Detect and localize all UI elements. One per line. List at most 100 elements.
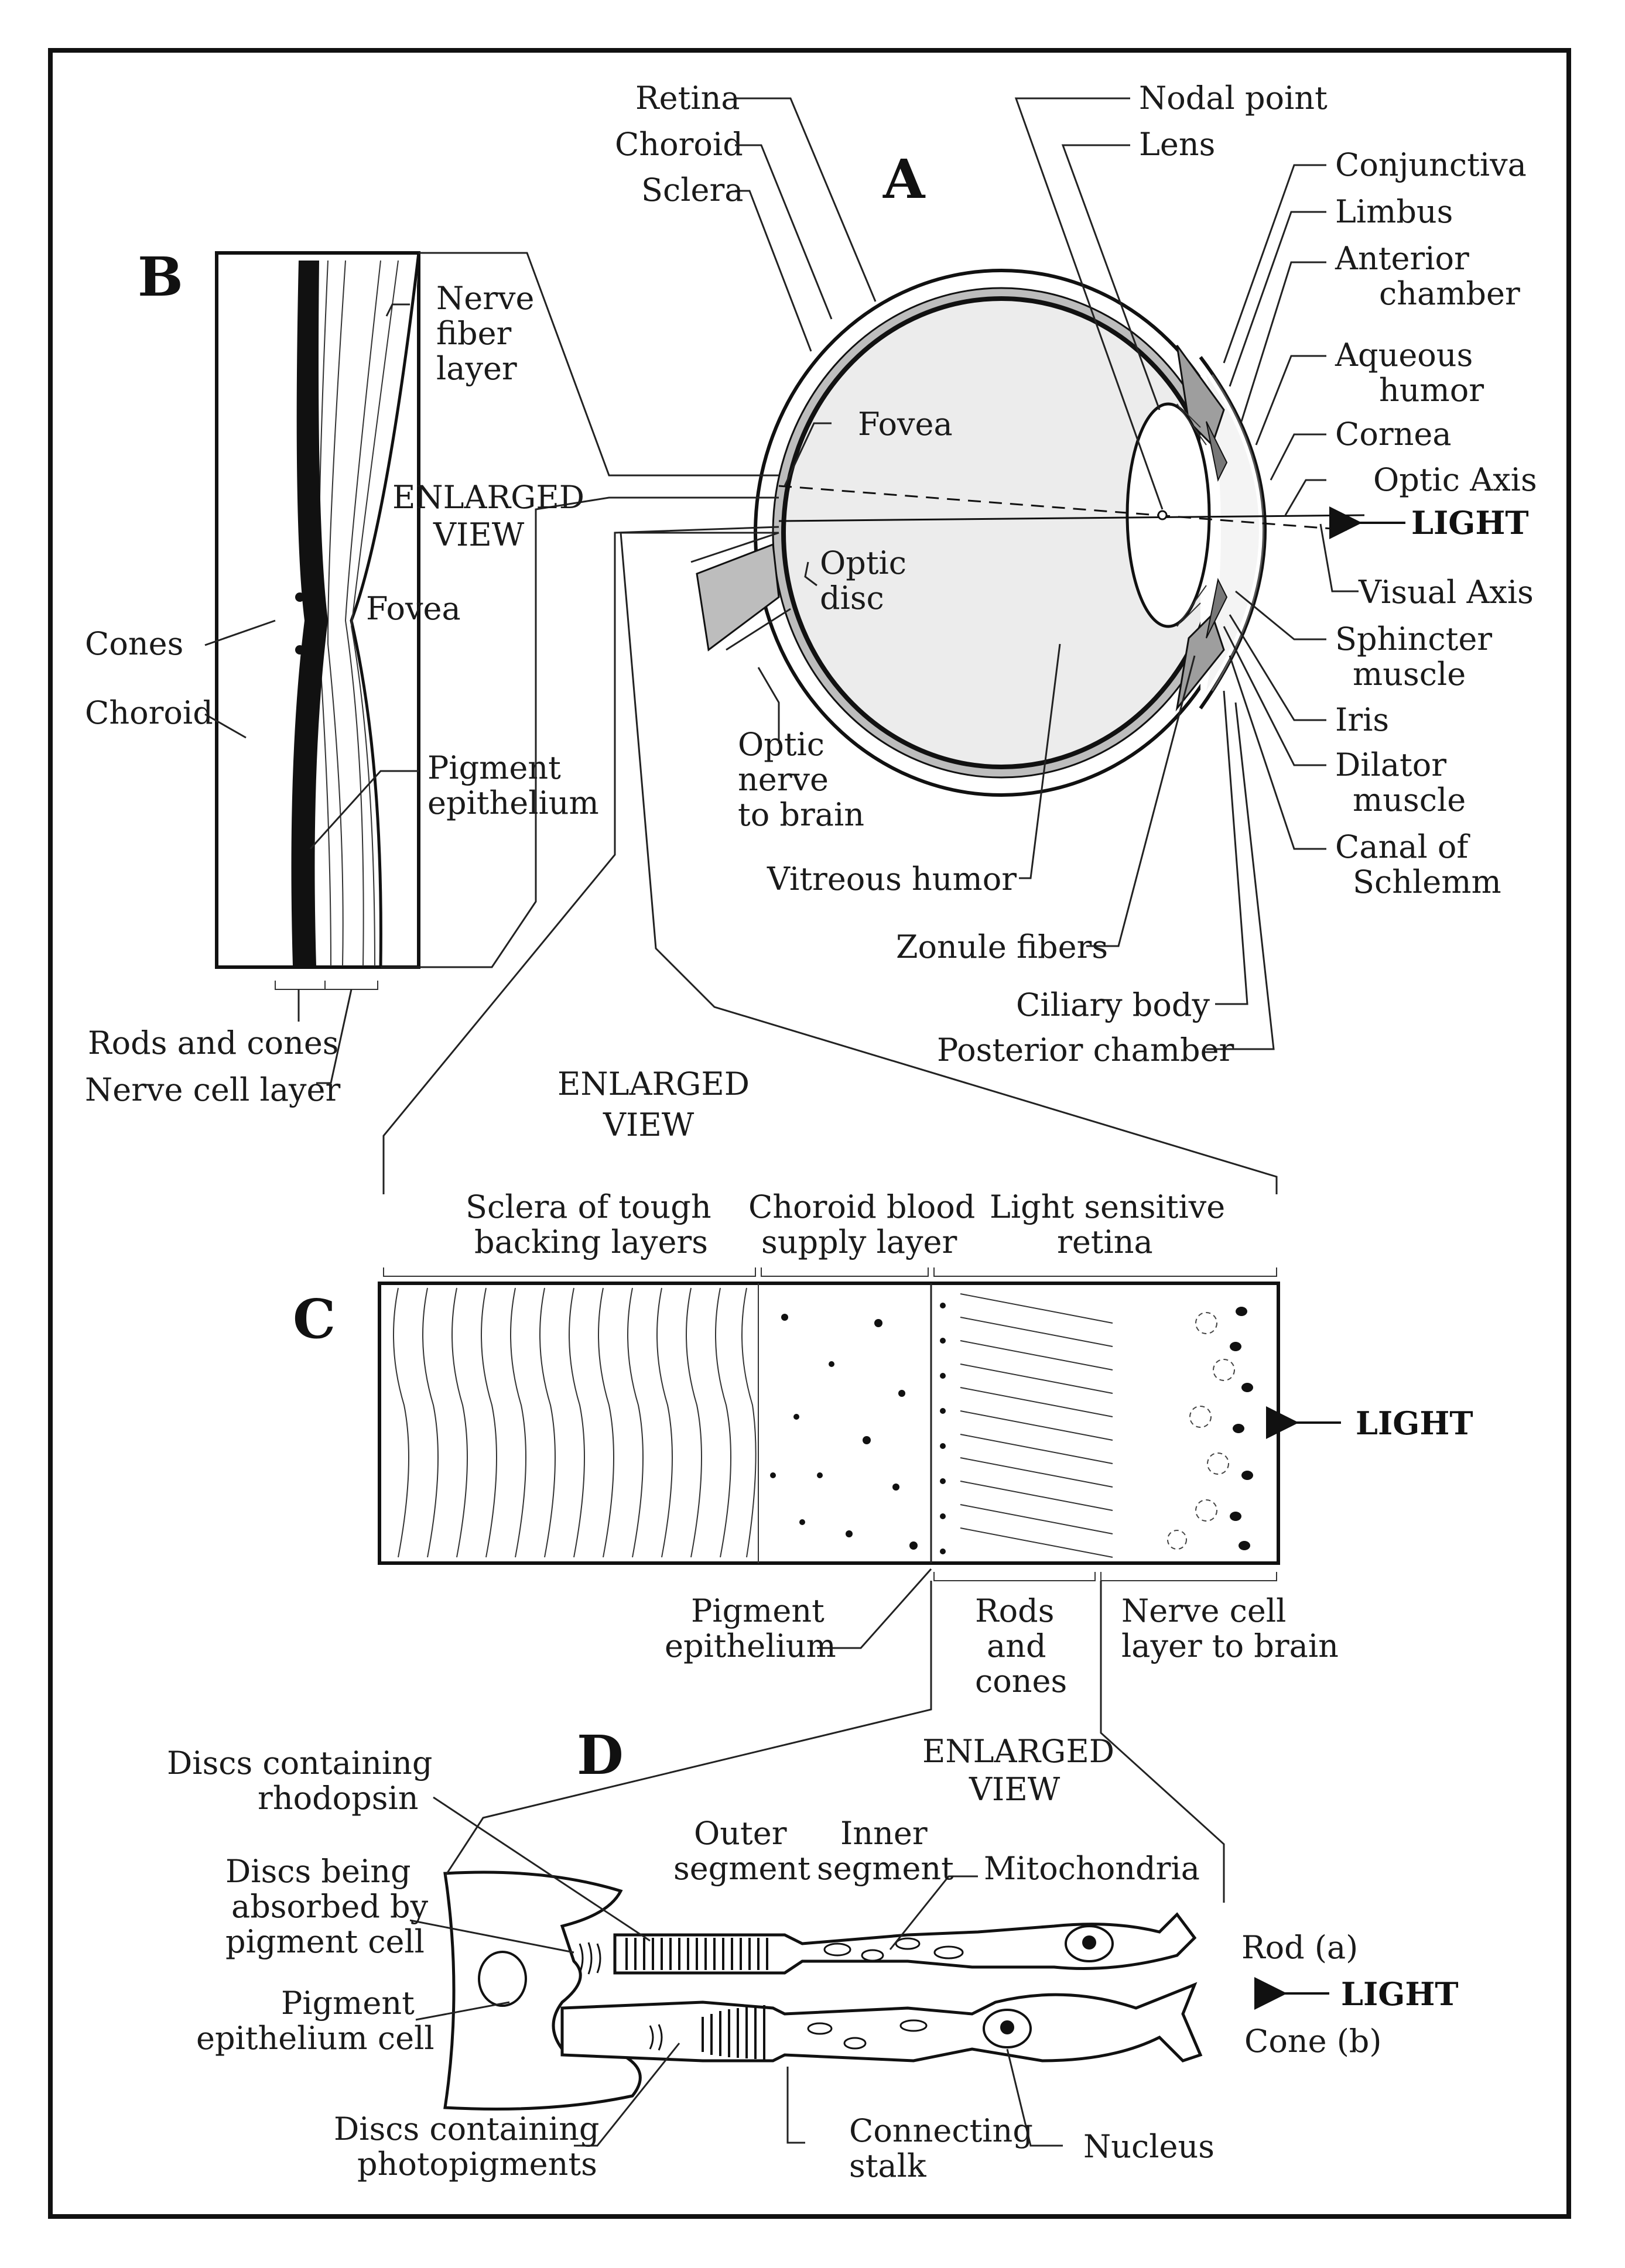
panel-c-leaders (382, 526, 1278, 1649)
label-retina-c-1: Light sensitive (990, 1188, 1225, 1225)
label-inner-segment-1: Inner (840, 1815, 928, 1852)
choroid-dots (770, 1314, 918, 1550)
label-fovea-b: Fovea (366, 590, 461, 627)
optic-axis-line (778, 514, 1365, 522)
nodal-point-marker (1157, 510, 1168, 520)
label-optic-nerve-3: to brain (738, 796, 864, 833)
label-nerve-cell-c-2: layer to brain (1121, 1628, 1339, 1664)
panel-d-leaders (409, 1581, 1225, 2147)
label-cones: Cones (85, 625, 183, 662)
label-fovea-a: Fovea (858, 406, 953, 443)
label-sclera-c-1: Sclera of tough (466, 1188, 711, 1225)
label-pigment-b-1: Pigment (427, 749, 561, 786)
label-discs-absorbed-2: absorbed by (231, 1888, 429, 1925)
cone-cell (560, 1982, 1203, 2063)
label-discs-rhodopsin-1: Discs containing (167, 1745, 433, 1781)
cone-discs (702, 2005, 765, 2060)
label-discs-photo-1: Discs containing (334, 2111, 600, 2147)
label-pigment-b-2: epithelium (427, 784, 599, 821)
label-sphincter-1: Sphincter (1335, 621, 1492, 657)
label-choroid-b: Choroid (85, 694, 213, 731)
panel-label-c: C (293, 1287, 336, 1351)
visual-axis-line (778, 485, 1347, 531)
panel-d-cells (443, 1870, 1329, 2111)
rod-cell (613, 1912, 1197, 1975)
label-aqueous-humor-2: humor (1379, 372, 1484, 409)
panel-label-a: A (882, 148, 926, 211)
label-enlarged-d-2: VIEW (969, 1771, 1060, 1808)
label-discs-rhodopsin-2: rhodopsin (258, 1780, 419, 1817)
panel-a-eye (690, 269, 1405, 797)
label-rods-c-1: Rods (975, 1592, 1054, 1629)
label-sclera-c-2: backing layers (474, 1224, 708, 1260)
label-nerve-cell-c-1: Nerve cell (1121, 1592, 1286, 1629)
label-light-c: LIGHT (1356, 1404, 1473, 1442)
label-nerve-fiber-2: fiber (436, 315, 512, 352)
panel-c-layers (378, 1267, 1341, 1581)
label-pigment-cell-2: epithelium cell (196, 2020, 435, 2057)
label-outer-segment-1: Outer (694, 1815, 787, 1852)
label-rod: Rod (a) (1241, 1929, 1358, 1966)
panel-b-leaders (204, 252, 779, 1084)
label-vitreous-humor: Vitreous humor (767, 861, 1017, 897)
label-optic-axis: Optic Axis (1373, 461, 1537, 498)
label-outer-segment-2: segment (673, 1850, 810, 1887)
label-posterior-chamber: Posterior chamber (937, 1032, 1234, 1068)
label-aqueous-humor-1: Aqueous (1335, 337, 1473, 374)
label-canal-1: Canal of (1335, 828, 1470, 865)
label-light-d: LIGHT (1341, 1975, 1459, 2013)
label-choroid-c-2: supply layer (761, 1224, 957, 1260)
label-choroid-c-1: Choroid blood (748, 1188, 975, 1225)
label-canal-2: Schlemm (1353, 864, 1501, 900)
panel-label-b: B (138, 245, 183, 309)
label-optic-disc-1: Optic (820, 544, 906, 581)
label-mitochondria: Mitochondria (984, 1850, 1200, 1887)
label-inner-segment-2: segment (817, 1850, 954, 1887)
label-iris: Iris (1335, 701, 1389, 738)
label-enlarged-d-1: ENLARGED (922, 1733, 1114, 1770)
label-visual-axis: Visual Axis (1358, 574, 1534, 611)
retina-cells (940, 1293, 1253, 1558)
labels: A B C D Retina Choroid Sclera Nodal poin… (85, 80, 1537, 2184)
cones-band (291, 261, 328, 966)
label-optic-nerve-1: Optic (738, 726, 825, 763)
label-lens: Lens (1139, 126, 1215, 163)
panel-a-leaders (735, 97, 1359, 1050)
label-discs-absorbed-3: pigment cell (225, 1923, 425, 1960)
label-nerve-fiber-3: layer (436, 350, 517, 387)
label-nerve-fiber-1: Nerve (436, 280, 534, 317)
label-enlarged-b-2: VIEW (433, 516, 525, 553)
sclera-fibers (393, 1287, 757, 1558)
label-discs-photo-2: photopigments (357, 2146, 597, 2183)
panel-b-fovea (215, 251, 420, 990)
label-nerve-cell-b: Nerve cell layer (85, 1071, 340, 1108)
label-enlarged-c-1: ENLARGED (557, 1066, 750, 1102)
label-light-a: LIGHT (1411, 504, 1529, 542)
label-sphincter-2: muscle (1353, 656, 1466, 693)
label-retina: Retina (635, 80, 740, 117)
label-cone: Cone (b) (1244, 2023, 1381, 2060)
panel-label-d: D (577, 1724, 624, 1787)
label-enlarged-c-2: VIEW (603, 1106, 695, 1143)
label-retina-c-2: retina (1057, 1224, 1153, 1260)
label-conjunctiva: Conjunctiva (1335, 146, 1527, 183)
label-discs-absorbed-1: Discs being (225, 1853, 411, 1890)
label-optic-nerve-2: nerve (738, 761, 829, 798)
label-nodal-point: Nodal point (1139, 80, 1328, 117)
label-optic-disc-2: disc (820, 580, 884, 616)
label-limbus: Limbus (1335, 193, 1453, 230)
label-rods-cones-b: Rods and cones (88, 1025, 339, 1061)
label-ciliary-body: Ciliary body (1016, 986, 1210, 1023)
label-rods-c-2: and (987, 1628, 1046, 1664)
rod-discs (625, 1938, 768, 1970)
figure-frame (48, 48, 1571, 2219)
label-rods-c-3: cones (975, 1663, 1067, 1700)
label-dilator-1: Dilator (1335, 746, 1446, 783)
label-zonule-fibers: Zonule fibers (896, 929, 1108, 965)
optic-nerve-shape (696, 543, 780, 652)
label-dilator-2: muscle (1353, 782, 1466, 818)
label-connecting-stalk-1: Connecting (849, 2112, 1033, 2149)
pigment-epithelium-cell (443, 1870, 642, 2111)
